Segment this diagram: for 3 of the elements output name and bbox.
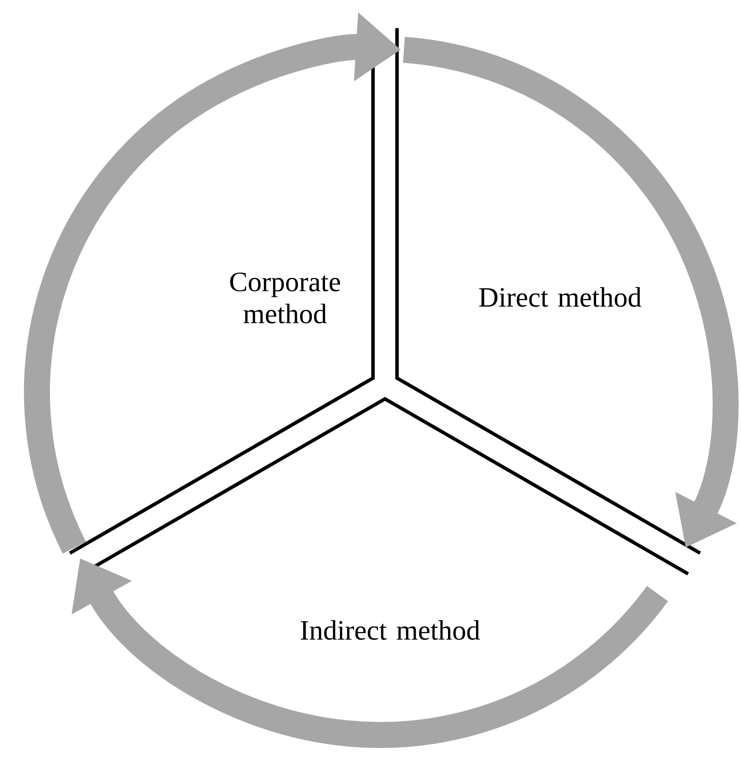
sector-label: Indirect method xyxy=(300,620,480,640)
sector-label: Corporate method xyxy=(230,272,340,324)
sector-label: Direct method xyxy=(479,287,642,307)
